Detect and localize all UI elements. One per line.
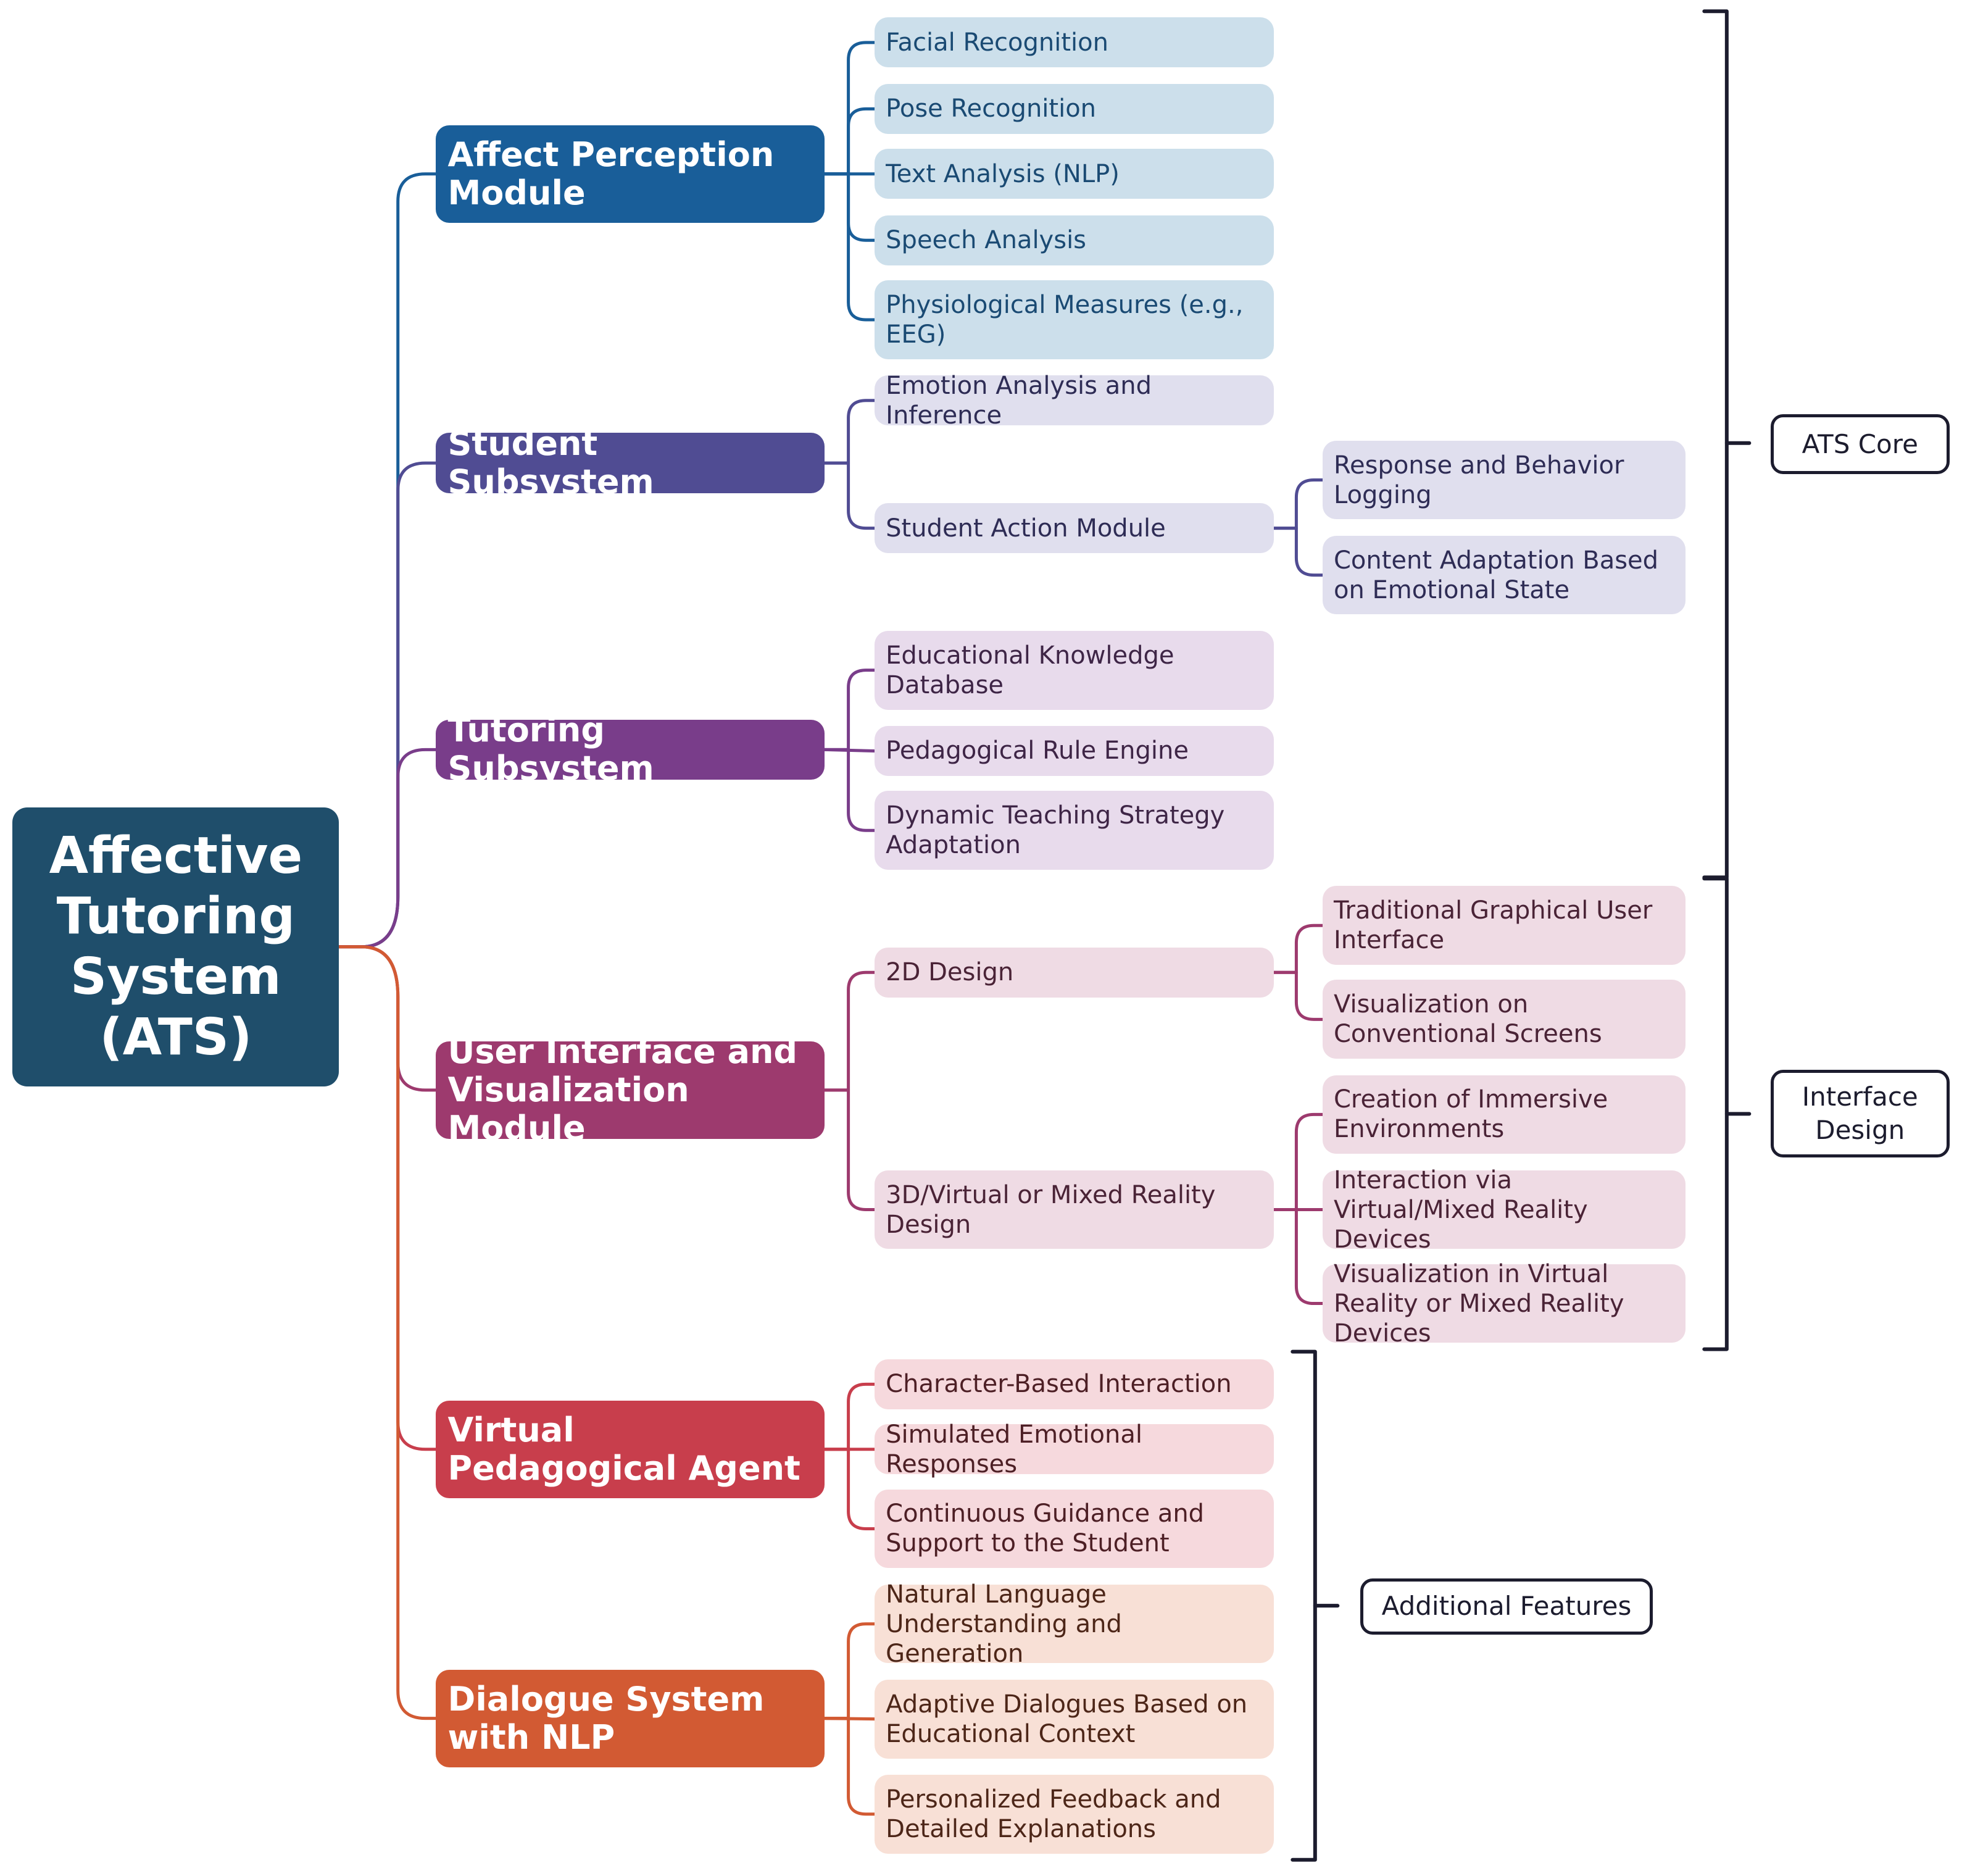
module-4-child-2-sub-1-link bbox=[1272, 1112, 1324, 1211]
root-link-5 bbox=[337, 945, 438, 1451]
module-4-child-1-sub-2-label: Visualization on Conventional Screens bbox=[1333, 990, 1602, 1049]
root-link-4 bbox=[337, 945, 438, 1092]
bracket-additional-features bbox=[1291, 1349, 1317, 1862]
module-2-child-2-sub-2: Content Adaptation Based on Emotional St… bbox=[1322, 535, 1686, 615]
group-additional-features: Additional Features bbox=[1360, 1578, 1653, 1635]
module-4-child-2-sub-3-label: Visualization in Virtual Reality or Mixe… bbox=[1333, 1259, 1624, 1348]
module-4-label: User Interface and Visualization Module bbox=[447, 1032, 798, 1148]
module-6-child-3: Personalized Feedback and Detailed Expla… bbox=[875, 1774, 1274, 1854]
root-link-1 bbox=[337, 172, 438, 949]
module-6-child-2: Adaptive Dialogues Based on Educational … bbox=[875, 1679, 1274, 1759]
module-5-child-3-label: Continuous Guidance and Support to the S… bbox=[886, 1499, 1205, 1558]
module-4-child-2-sub-1-label: Creation of Immersive Environments bbox=[1333, 1085, 1608, 1144]
root-node: Affective Tutoring System (ATS) bbox=[12, 807, 339, 1086]
module-5-child-2-label: Simulated Emotional Responses bbox=[886, 1420, 1142, 1478]
module-4: User Interface and Visualization Module bbox=[435, 1032, 825, 1147]
module-1-child-1: Facial Recognition bbox=[875, 17, 1274, 68]
module-5-child-2: Simulated Emotional Responses bbox=[875, 1420, 1274, 1478]
module-1-child-3: Text Analysis (NLP) bbox=[875, 149, 1274, 199]
module-2-child-1: Emotion Analysis and Inference bbox=[875, 372, 1274, 430]
module-2-child-2-sub-1-link bbox=[1272, 478, 1324, 530]
module-3-child-1-link bbox=[823, 669, 876, 751]
module-4-child-1-sub-1-link bbox=[1272, 923, 1324, 974]
module-2-child-2-sub-2-link bbox=[1272, 527, 1324, 577]
module-1-child-2: Pose Recognition bbox=[875, 83, 1274, 134]
module-4-child-1-link bbox=[823, 970, 876, 1092]
module-3-child-1-label: Educational Knowledge Database bbox=[886, 641, 1174, 699]
module-4-child-1-sub-2-link bbox=[1272, 970, 1324, 1021]
module-5-child-3: Continuous Guidance and Support to the S… bbox=[875, 1489, 1274, 1569]
module-1-child-3-label: Text Analysis (NLP) bbox=[886, 159, 1120, 188]
group-interface-design: Interface Design bbox=[1770, 1070, 1950, 1158]
module-2-child-2-label: Student Action Module bbox=[886, 514, 1166, 543]
module-4-child-1: 2D Design bbox=[875, 947, 1274, 998]
root-node-label: Affective Tutoring System (ATS) bbox=[49, 826, 303, 1067]
module-3-child-2-label: Pedagogical Rule Engine bbox=[886, 736, 1189, 765]
module-2-child-2-link bbox=[823, 461, 876, 530]
module-5-child-1: Character-Based Interaction bbox=[875, 1359, 1274, 1409]
module-5-child-1-label: Character-Based Interaction bbox=[886, 1370, 1232, 1399]
module-6-child-3-link bbox=[823, 1717, 876, 1816]
module-1-label: Affect Perception Module bbox=[447, 135, 775, 212]
module-3-child-1: Educational Knowledge Database bbox=[875, 630, 1274, 710]
module-1-child-2-link bbox=[823, 107, 876, 176]
module-4-child-2-sub-3-link bbox=[1272, 1208, 1324, 1306]
module-4-child-2-label: 3D/Virtual or Mixed Reality Design bbox=[886, 1180, 1216, 1239]
module-3: Tutoring Subsystem bbox=[435, 711, 825, 788]
module-2: Student Subsystem bbox=[435, 425, 825, 501]
module-6-child-3-label: Personalized Feedback and Detailed Expla… bbox=[886, 1785, 1221, 1843]
module-3-child-3: Dynamic Teaching Strategy Adaptation bbox=[875, 791, 1274, 870]
module-6-label: Dialogue System with NLP bbox=[447, 1679, 765, 1757]
module-5-child-3-link bbox=[823, 1448, 876, 1530]
module-2-child-2-sub-1-label: Response and Behavior Logging bbox=[1333, 451, 1624, 509]
module-2-label: Student Subsystem bbox=[447, 424, 654, 502]
module-6-child-1: Natural Language Understanding and Gener… bbox=[875, 1580, 1274, 1668]
module-4-child-2-sub-1: Creation of Immersive Environments bbox=[1322, 1075, 1686, 1154]
module-4-child-2-sub-3: Visualization in Virtual Reality or Mixe… bbox=[1322, 1260, 1686, 1348]
module-5-child-1-link bbox=[823, 1382, 876, 1451]
module-1-child-5-label: Physiological Measures (e.g., EEG) bbox=[886, 291, 1244, 349]
module-1-child-4-label: Speech Analysis bbox=[886, 226, 1087, 255]
module-3-label: Tutoring Subsystem bbox=[447, 711, 654, 788]
module-6-child-2-label: Adaptive Dialogues Based on Educational … bbox=[886, 1690, 1248, 1748]
module-5: Virtual Pedagogical Agent bbox=[435, 1400, 825, 1498]
module-2-child-2-sub-1: Response and Behavior Logging bbox=[1322, 440, 1686, 520]
module-4-child-2-sub-2: Interaction via Virtual/Mixed Reality De… bbox=[1322, 1166, 1686, 1254]
module-1: Affect Perception Module bbox=[435, 125, 825, 223]
module-2-child-1-link bbox=[823, 399, 876, 465]
root-link-3 bbox=[337, 748, 438, 949]
module-4-child-1-sub-1-label: Traditional Graphical User Interface bbox=[1333, 896, 1653, 955]
module-3-child-3-link bbox=[823, 748, 876, 832]
module-2-child-2-sub-2-label: Content Adaptation Based on Emotional St… bbox=[1333, 546, 1659, 604]
module-6-child-1-link bbox=[823, 1622, 876, 1720]
module-4-child-2-link bbox=[823, 1088, 876, 1211]
module-1-child-2-label: Pose Recognition bbox=[886, 94, 1097, 123]
module-3-child-3-label: Dynamic Teaching Strategy Adaptation bbox=[886, 801, 1225, 860]
root-link-2 bbox=[337, 461, 438, 949]
module-4-child-1-label: 2D Design bbox=[886, 958, 1014, 987]
module-5-label: Virtual Pedagogical Agent bbox=[447, 1410, 800, 1488]
module-1-child-5: Physiological Measures (e.g., EEG) bbox=[875, 280, 1274, 359]
module-1-child-4: Speech Analysis bbox=[875, 215, 1274, 265]
module-1-child-1-link bbox=[823, 41, 876, 176]
module-3-child-2: Pedagogical Rule Engine bbox=[875, 725, 1274, 776]
bracket-interface-design bbox=[1702, 877, 1729, 1351]
bracket-ats-core bbox=[1702, 9, 1729, 880]
module-1-child-1-label: Facial Recognition bbox=[886, 28, 1108, 57]
module-2-child-2: Student Action Module bbox=[875, 503, 1274, 554]
module-4-child-2-sub-2-label: Interaction via Virtual/Mixed Reality De… bbox=[1333, 1165, 1588, 1254]
module-4-child-1-sub-1: Traditional Graphical User Interface bbox=[1322, 886, 1686, 965]
root-link-6 bbox=[337, 945, 438, 1720]
module-2-child-1-label: Emotion Analysis and Inference bbox=[886, 371, 1152, 430]
module-6: Dialogue System with NLP bbox=[435, 1669, 825, 1767]
module-1-child-5-link bbox=[823, 172, 876, 322]
module-4-child-2: 3D/Virtual or Mixed Reality Design bbox=[875, 1170, 1274, 1249]
module-4-child-1-sub-2: Visualization on Conventional Screens bbox=[1322, 980, 1686, 1059]
group-ats-core: ATS Core bbox=[1770, 414, 1950, 475]
module-6-child-1-label: Natural Language Understanding and Gener… bbox=[886, 1580, 1122, 1668]
